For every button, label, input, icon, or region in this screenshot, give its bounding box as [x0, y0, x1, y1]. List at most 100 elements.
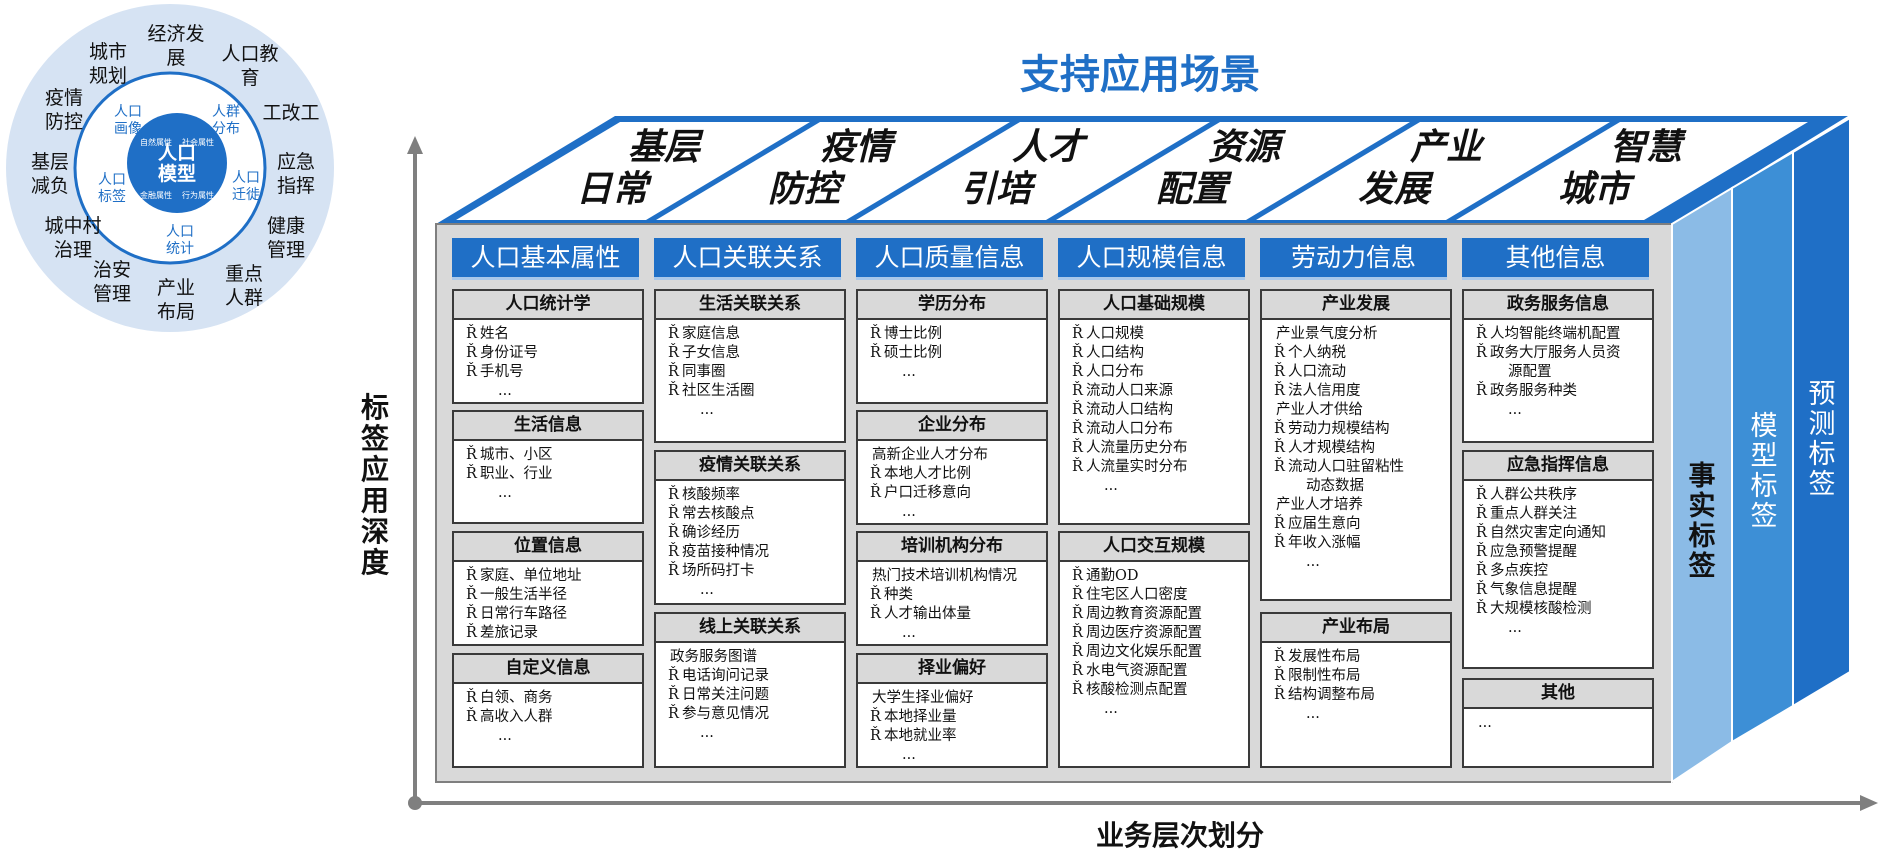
group-item-list: 白领、商务高收入人群... [454, 684, 642, 746]
bullet-item: 家庭信息 [662, 325, 838, 344]
bullet-item: 日常行车路径 [460, 605, 636, 624]
category-quality: 人口质量信息 [856, 238, 1043, 280]
scenario-4: 资源 配置 [1140, 126, 1280, 210]
group-box-career: 择业偏好大学生择业偏好本地择业量本地就业率... [856, 653, 1048, 768]
group-item-list: 人口规模人口结构人口分布流动人口来源流动人口结构流动人口分布人流量历史分布人流量… [1060, 320, 1248, 496]
list-item: 源配置 [1508, 364, 1552, 380]
bullet-item: 核酸频率 [662, 486, 838, 505]
group-item-list: 热门技术培训机构情况种类人才输出体量... [858, 562, 1046, 643]
inner-label-distribution: 人群分布 [212, 104, 240, 137]
ring-label-urban-planning: 城市规划 [88, 41, 127, 87]
bullet-item: 高收入人群 [460, 708, 636, 727]
scenario-6-line2: 城市 [1557, 168, 1630, 210]
scenario-panel-3 [856, 122, 1210, 220]
bullet-item: 人流量历史分布 [1066, 439, 1242, 458]
scenario-panel-2 [656, 122, 1010, 220]
ring-label-epidemic: 疫情防控 [44, 87, 83, 133]
bullet-item: 一般生活半径 [460, 586, 636, 605]
group-box-industry-dev: 产业发展产业景气度分析个人纳税人口流动法人信用度产业人才供给劳动力规模结构人才规… [1260, 289, 1452, 601]
bullet-item: 人口分布 [1066, 363, 1242, 382]
bullet-item: 本地择业量 [864, 708, 1040, 727]
sub-heading: 高新企业人才分布 [872, 447, 988, 463]
bullet-item: 结构调整布局 [1268, 686, 1444, 705]
list-item: ... [1306, 706, 1320, 722]
group-item-list: 核酸频率常去核酸点确诊经历疫苗接种情况场所码打卡... [656, 481, 844, 600]
scenario-5: 产业 发展 [1342, 126, 1482, 210]
group-box-epidemic-relations: 疫情关联关系核酸频率常去核酸点确诊经历疫苗接种情况场所码打卡... [654, 450, 846, 605]
sub-heading: 产业人才培养 [1276, 497, 1363, 513]
group-box-interaction-scale: 人口交互规模通勤OD住宅区人口密度周边教育资源配置周边医疗资源配置周边文化娱乐配… [1058, 531, 1250, 768]
ring-label-health: 健康管理 [266, 215, 305, 261]
bullet-item: 人才规模结构 [1268, 439, 1444, 458]
group-box-training: 培训机构分布热门技术培训机构情况种类人才输出体量... [856, 531, 1048, 646]
ring-label-industrial-reform: 工改工 [262, 102, 320, 124]
group-item-list: 博士比例硕士比例... [858, 320, 1046, 382]
bullet-item: 政务大厅服务人员资 [1470, 344, 1646, 363]
scenario-1-line2: 日常 [575, 168, 648, 210]
ring-label-key-groups: 重点人群 [224, 263, 263, 309]
model-core-title: 人口模型 [157, 142, 196, 185]
group-title: 其他 [1464, 680, 1652, 709]
ring-label-urban-village: 城中村治理 [44, 215, 102, 261]
list-item: ... [902, 504, 916, 520]
inner-label-migration: 人口迁徙 [232, 170, 260, 203]
group-item-list: 人均智能终端机配置政务大厅服务人员资源配置政务服务种类... [1464, 320, 1652, 420]
bullet-item: 本地人才比例 [864, 465, 1040, 484]
bullet-item: 电话询问记录 [662, 667, 838, 686]
ring-label-industry-layout: 产业布局 [156, 277, 195, 323]
bullet-item: 姓名 [460, 325, 636, 344]
group-item-list: 家庭、单位地址一般生活半径日常行车路径差旅记录 [454, 562, 642, 643]
group-item-list: 人群公共秩序重点人群关注自然灾害定向通知应急预警提醒多点疾控气象信息提醒大规模核… [1464, 481, 1652, 638]
list-item: ... [498, 485, 512, 501]
scenario-panel-1 [456, 122, 810, 220]
inner-label-portrait: 人口画像 [114, 104, 142, 137]
bullet-item: 人流量实时分布 [1066, 458, 1242, 477]
bullet-item: 政务服务种类 [1470, 382, 1646, 401]
x-axis-label: 业务层次划分 [1095, 819, 1264, 852]
axis-origin [408, 796, 422, 810]
group-item-list: 政务服务图谱电话询问记录日常关注问题参与意见情况... [656, 643, 844, 743]
bullet-item: 参与意见情况 [662, 705, 838, 724]
model-core [127, 113, 227, 213]
bullet-item: 流动人口结构 [1066, 401, 1242, 420]
ring-label-education: 人口教育 [221, 43, 279, 89]
sub-heading: 大学生择业偏好 [872, 690, 974, 706]
group-item-list: 产业景气度分析个人纳税人口流动法人信用度产业人才供给劳动力规模结构人才规模结构流… [1262, 320, 1450, 572]
bullet-item: 人口流动 [1268, 363, 1444, 382]
bullet-item: 气象信息提醒 [1470, 581, 1646, 600]
group-box-industry-layout: 产业布局发展性布局限制性布局结构调整布局... [1260, 612, 1452, 768]
core-attr-behavior: 行为属性 [182, 191, 214, 200]
group-box-base-scale: 人口基础规模人口规模人口结构人口分布流动人口来源流动人口结构流动人口分布人流量历… [1058, 289, 1250, 525]
scenario-panel-6 [1456, 122, 1808, 220]
bullet-item: 手机号 [460, 363, 636, 382]
bullet-item: 常去核酸点 [662, 505, 838, 524]
y-axis-label: 标签应用深度 [360, 391, 389, 579]
bullet-item: 确诊经历 [662, 524, 838, 543]
bullet-item: 人群公共秩序 [1470, 486, 1646, 505]
scenario-2-line2: 防控 [767, 168, 840, 210]
x-axis-arrow [1860, 795, 1878, 811]
sub-heading: 产业人才供给 [1276, 402, 1363, 418]
scenario-3-line1: 人才 [1011, 126, 1084, 168]
group-item-list: 高新企业人才分布本地人才比例户口迁移意向... [858, 441, 1046, 522]
list-item: ... [902, 625, 916, 641]
bullet-item: 流动人口来源 [1066, 382, 1242, 401]
bullet-item: 人口规模 [1066, 325, 1242, 344]
bullet-item: 住宅区人口密度 [1066, 586, 1242, 605]
bullet-item: 同事圈 [662, 363, 838, 382]
diagram-title: 支持应用场景 [1020, 52, 1260, 98]
sub-heading: 产业景气度分析 [1276, 326, 1378, 342]
group-title: 政务服务信息 [1464, 291, 1652, 320]
group-item-list: ... [1464, 709, 1652, 733]
bullet-item: 水电气资源配置 [1066, 662, 1242, 681]
list-item: ... [700, 402, 714, 418]
group-item-list: 家庭信息子女信息同事圈社区生活圈... [656, 320, 844, 420]
bullet-item: 限制性布局 [1268, 667, 1444, 686]
bullet-item: 多点疾控 [1470, 562, 1646, 581]
side-label-fact: 事实标签 [1688, 461, 1716, 582]
bullet-item: 发展性布局 [1268, 648, 1444, 667]
side-label-model: 模型标签 [1750, 411, 1778, 532]
side-layer-predict [1792, 116, 1851, 708]
bullet-item: 自然灾害定向通知 [1470, 524, 1646, 543]
